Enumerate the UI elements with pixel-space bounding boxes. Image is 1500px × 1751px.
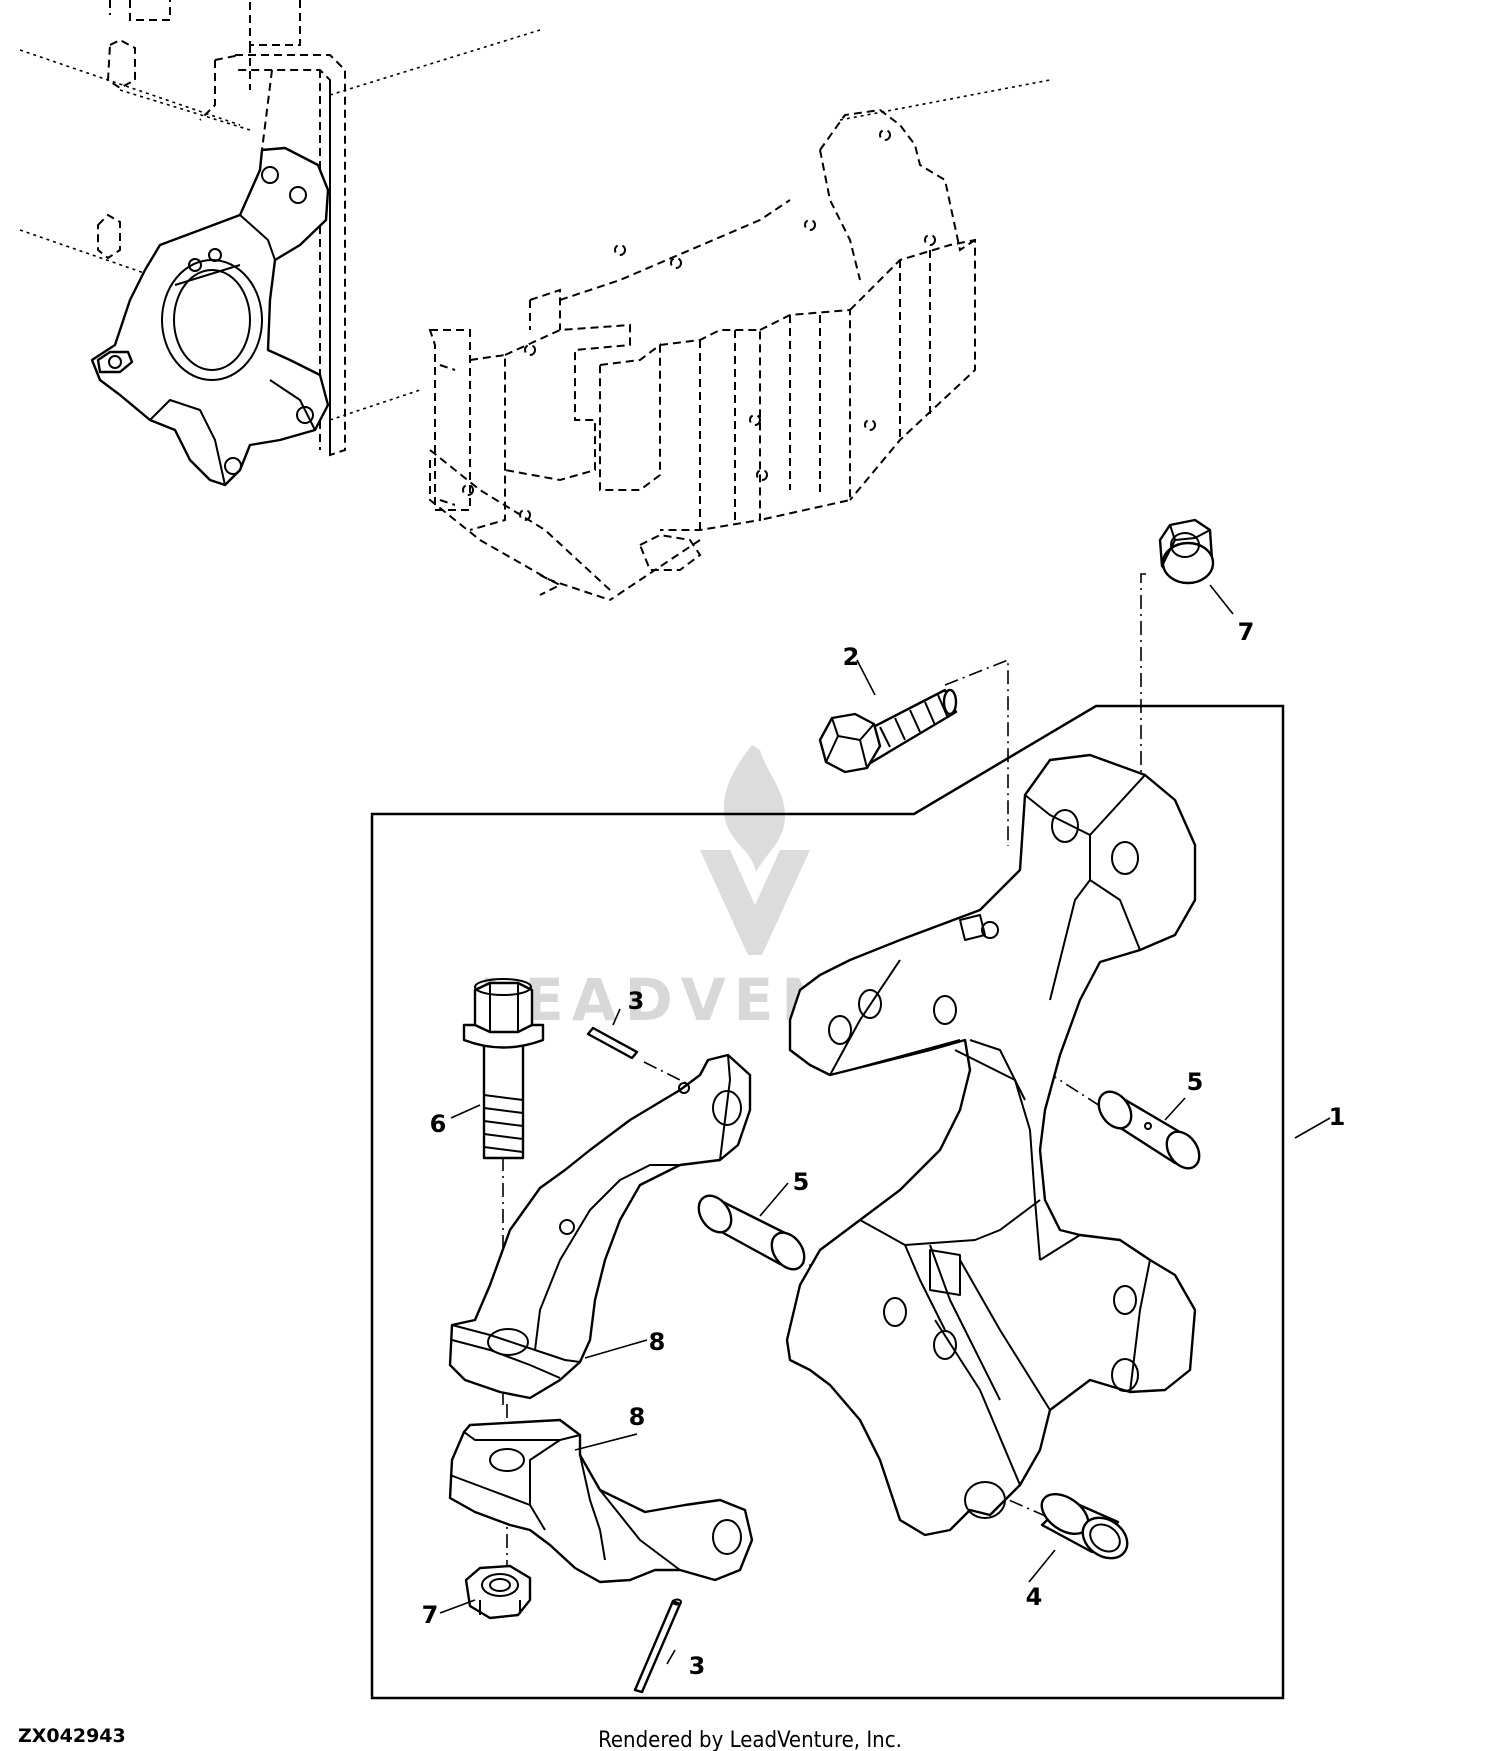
part-6-vertical-bolt [462, 978, 545, 1160]
callout-8-lower: 8 [629, 1403, 646, 1431]
callout-3-lower: 3 [689, 1652, 706, 1680]
part-2-flange-bolt [818, 688, 958, 774]
part-7-flange-nut-lower [464, 1564, 532, 1620]
callout-8-upper: 8 [649, 1328, 666, 1356]
callout-4: 4 [1026, 1583, 1043, 1611]
callout-3-upper: 3 [628, 987, 645, 1015]
callout-2: 2 [843, 643, 860, 671]
part-3-roll-pin-lower [633, 1598, 682, 1694]
render-credit: Rendered by LeadVenture, Inc. [598, 1728, 902, 1751]
assembly-boundary [370, 704, 1285, 1700]
assembled-knuckle-illustration [90, 146, 330, 487]
callout-7-lower: 7 [422, 1601, 439, 1629]
figure-id: ZX042943 [18, 1725, 126, 1747]
callout-leaders [439, 584, 1331, 1665]
callout-7-upper: 7 [1238, 618, 1255, 646]
callout-6: 6 [430, 1110, 447, 1138]
callout-1: 1 [1329, 1103, 1346, 1131]
part-5-pin-left [697, 1194, 806, 1271]
callout-5-left: 5 [793, 1168, 810, 1196]
part-4-bushing [1040, 1492, 1129, 1560]
watermark-logo-icon [700, 745, 810, 955]
part-5-pin-right [1097, 1090, 1201, 1170]
part-7-flange-nut-upper [1158, 518, 1215, 585]
part-3-roll-pin-upper [586, 1026, 639, 1060]
callout-labels: 1 2 3 3 4 5 5 6 7 7 8 8 [422, 618, 1346, 1680]
callout-5-right: 5 [1187, 1068, 1204, 1096]
part-8-steering-arm-upper [448, 1053, 752, 1400]
part-1-steering-bracket [785, 753, 1197, 1537]
tractor-frame-phantom [19, 0, 1051, 601]
part-8-steering-arm-lower [448, 1418, 754, 1584]
